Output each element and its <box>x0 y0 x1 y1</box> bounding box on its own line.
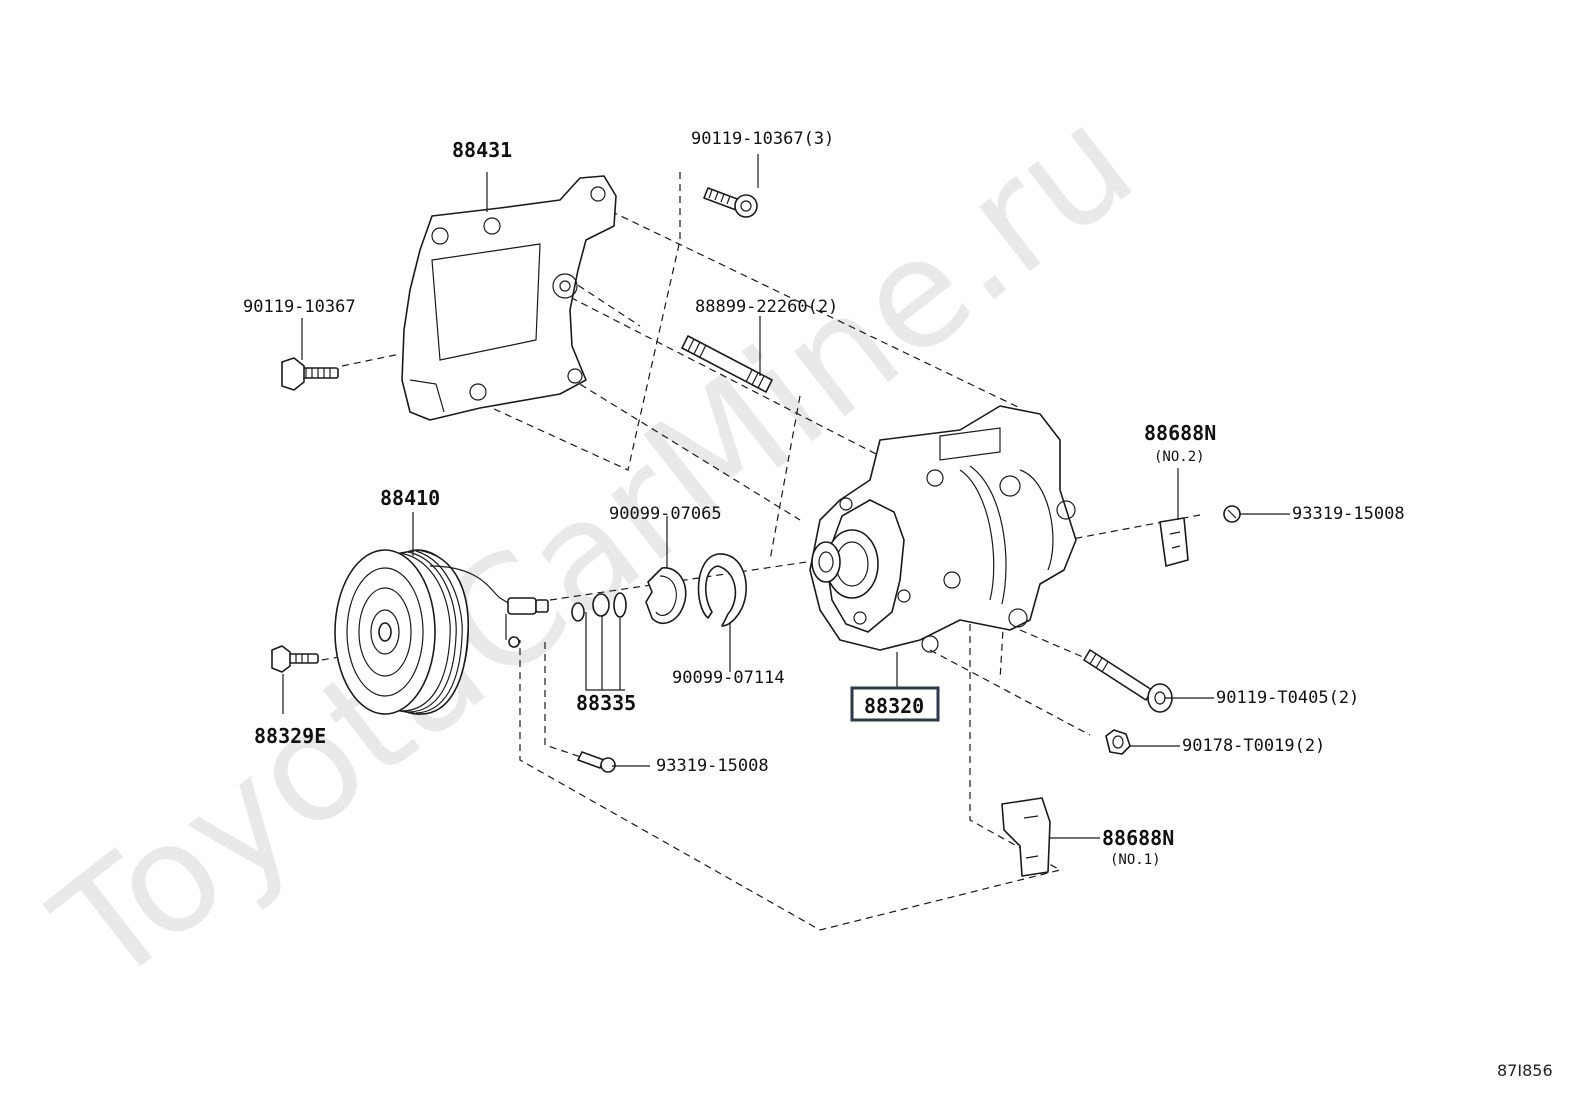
label-88431[interactable]: 88431 <box>452 138 512 162</box>
label-90178-T0019[interactable]: 90178-T0019(2) <box>1182 736 1325 756</box>
label-90119-T0405[interactable]: 90119-T0405(2) <box>1216 688 1359 708</box>
label-88688N-no1[interactable]: 88688N <box>1102 826 1174 850</box>
label-93319-15008-lower[interactable]: 93319-15008 <box>656 756 769 776</box>
label-90119-10367-3[interactable]: 90119-10367(3) <box>691 129 834 149</box>
stud-88899-22260[interactable] <box>681 335 773 393</box>
label-88688N-no1-sub: (NO.1) <box>1110 852 1161 868</box>
screw-93319-15008-lower[interactable] <box>577 751 616 773</box>
label-88410[interactable]: 88410 <box>380 486 440 510</box>
bolt-90119-10367-3[interactable] <box>703 187 758 218</box>
bracket-88431[interactable] <box>401 175 617 421</box>
bracket-88688N-no1[interactable] <box>1001 797 1051 877</box>
catalog-code: 87I856 <box>1497 1061 1553 1080</box>
bolt-90119-10367[interactable] <box>281 357 339 391</box>
label-90119-10367[interactable]: 90119-10367 <box>243 297 356 317</box>
label-88329E[interactable]: 88329E <box>254 724 326 748</box>
bolt-90119-T0405[interactable] <box>1083 649 1173 713</box>
nut-90178-T0019[interactable] <box>1105 729 1131 755</box>
label-88320[interactable]: 88320 <box>864 694 924 718</box>
highlight-box <box>850 686 940 722</box>
leader-lines <box>282 154 1290 839</box>
screw-93319-15008-right[interactable] <box>1223 505 1241 523</box>
label-88335[interactable]: 88335 <box>576 691 636 715</box>
snap-ring-90099-07114[interactable] <box>697 553 747 627</box>
label-88899-22260[interactable]: 88899-22260(2) <box>695 297 838 317</box>
shims-88335[interactable] <box>571 592 627 622</box>
label-88688N-no2-sub: (NO.2) <box>1154 449 1205 465</box>
part-labels: 88431 90119-10367(3) 90119-10367 88899-2… <box>243 129 1405 868</box>
bolt-88329E[interactable] <box>271 645 319 673</box>
bracket-88688N-no2[interactable] <box>1159 517 1189 567</box>
compressor-88320[interactable] <box>809 405 1077 653</box>
clutch-pulley-88410[interactable] <box>334 549 549 715</box>
label-90099-07114[interactable]: 90099-07114 <box>672 668 785 688</box>
label-93319-15008-right[interactable]: 93319-15008 <box>1292 504 1405 524</box>
label-90099-07065[interactable]: 90099-07065 <box>609 504 722 524</box>
snap-ring-90099-07065[interactable] <box>645 567 687 625</box>
label-88688N-no2[interactable]: 88688N <box>1144 421 1216 445</box>
